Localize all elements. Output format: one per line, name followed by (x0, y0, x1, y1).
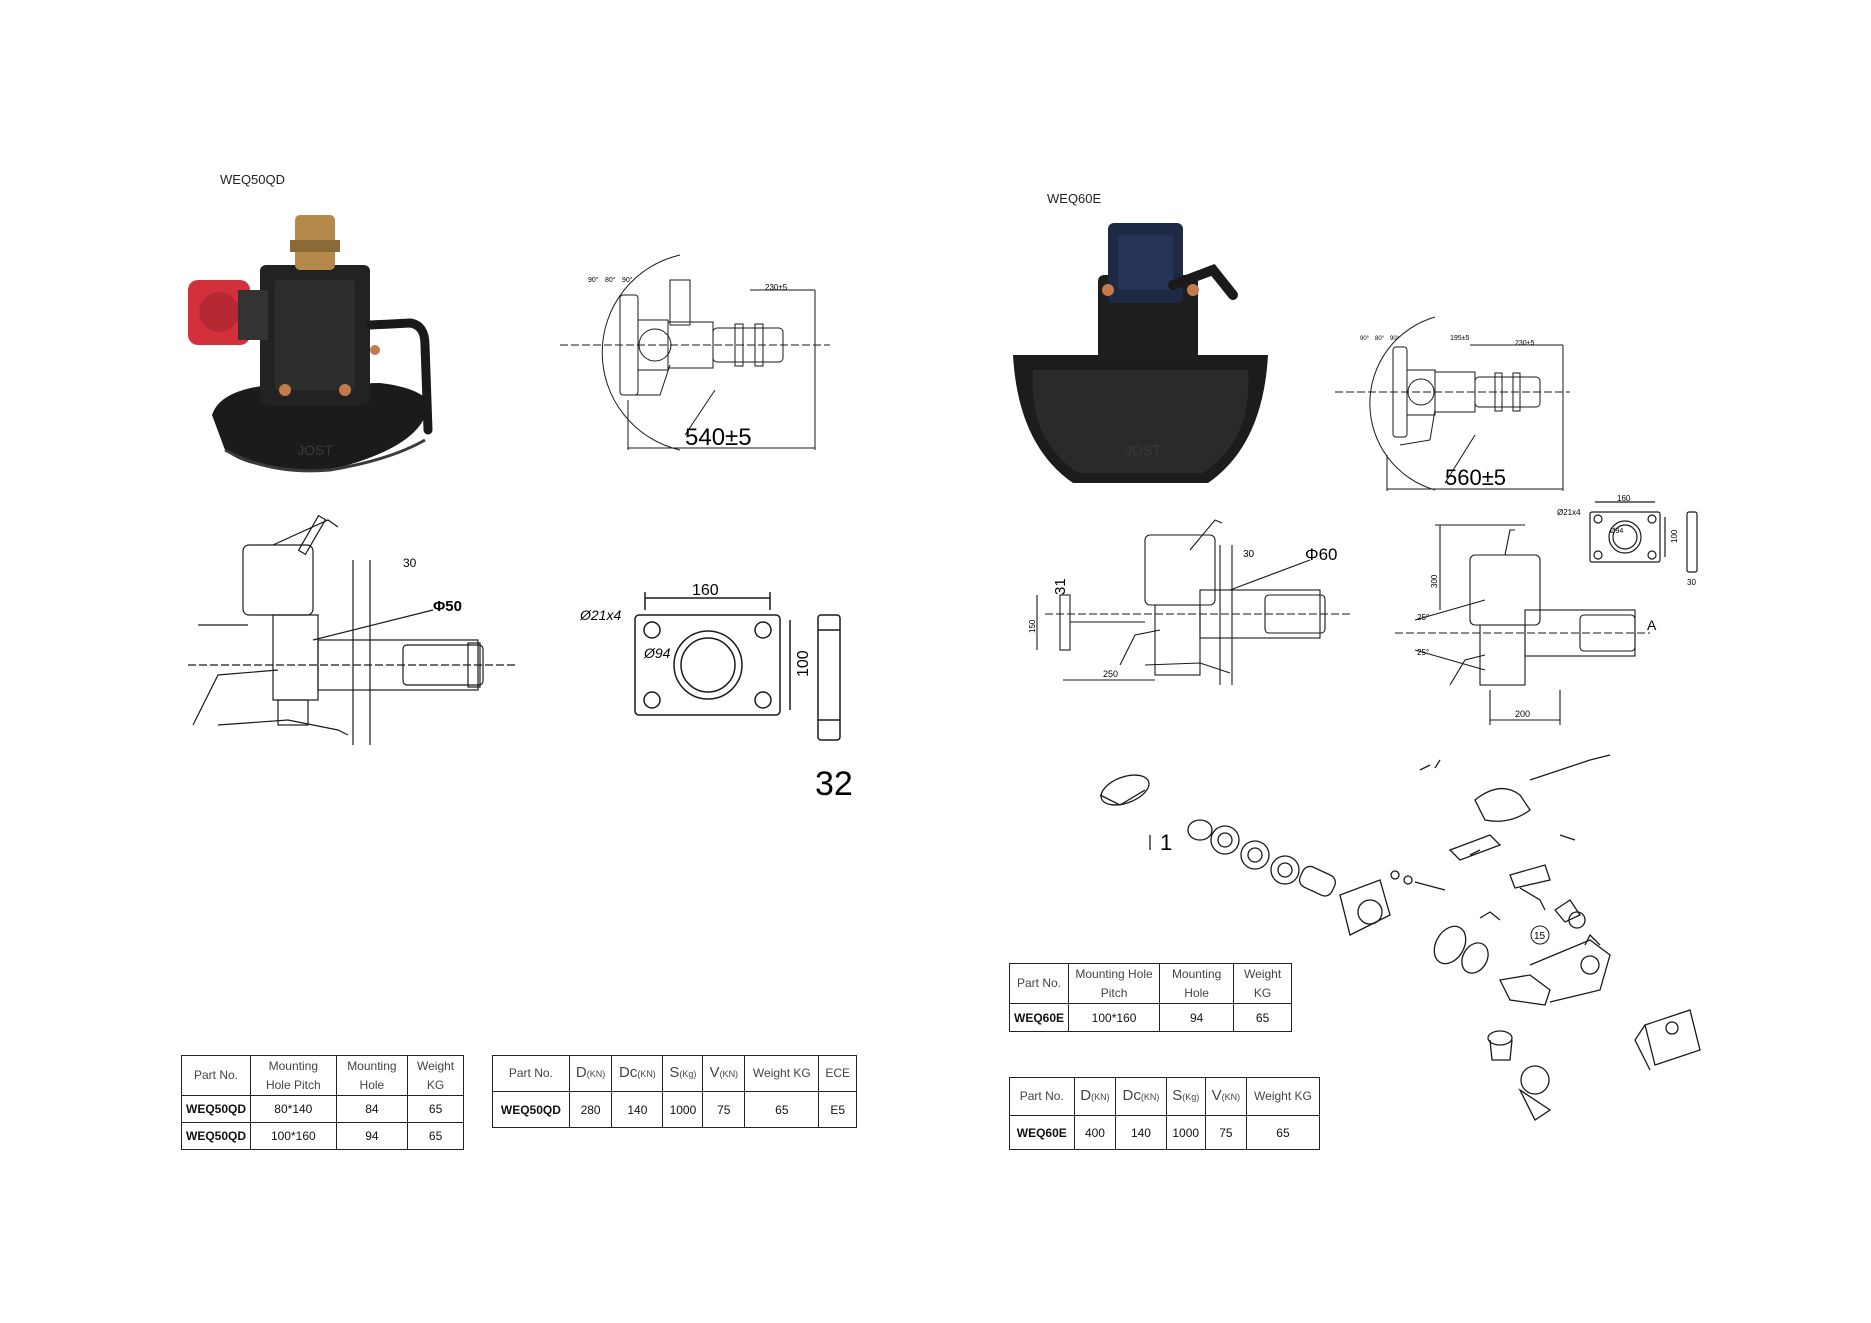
top-view-drawing-weq60e: 90° 80° 90° 195±5 230±5 560±5 (1335, 316, 1570, 491)
dim-length: 560±5 (1445, 465, 1506, 490)
angle-label-a: 90° (588, 276, 599, 284)
dim-pin: Φ60 (1305, 545, 1337, 564)
dim-width: 160 (692, 582, 719, 599)
load-table-weq60e: Part No. D(KN) Dc(KN) S(Kg) V(KN) Weight… (1009, 1077, 1321, 1150)
header-weight: Weight KG (407, 1055, 464, 1096)
dim-height: 100 (795, 650, 812, 677)
dim-offset: 31 (1052, 578, 1069, 595)
svg-text:100: 100 (1670, 529, 1679, 543)
callout-15: 15 (1534, 931, 1546, 942)
mounting-table-weq50qd: Part No. Mounting Hole Pitch Mounting Ho… (180, 1055, 464, 1150)
dim-length: 540±5 (685, 424, 752, 451)
dim-base: 200 (1515, 709, 1530, 719)
model-label-weq60e: WEQ60E (1047, 191, 1102, 206)
dim-height: 150 (1028, 619, 1037, 633)
svg-text:80°: 80° (1375, 336, 1385, 342)
mounting-table-weq60e: Part No. Mounting Hole Pitch Mounting Ho… (1008, 963, 1292, 1032)
side-view-drawing-2-weq60e: 300 200 25° 25° A (1395, 524, 1657, 725)
svg-text:JOST: JOST (1125, 442, 1161, 458)
svg-text:JOST: JOST (297, 442, 333, 458)
svg-text:Ø21x4: Ø21x4 (1557, 508, 1581, 517)
dim-plate: 30 (1243, 549, 1255, 560)
header-part-no: Part No. (180, 1055, 252, 1096)
model-label-weq50qd: WEQ50QD (220, 172, 286, 187)
svg-text:90°: 90° (1390, 336, 1400, 342)
table-row: WEQ50QD 80*140 84 65 (180, 1095, 464, 1123)
side-view-drawing-weq50qd: 30 Φ50 (188, 514, 518, 745)
exploded-view-drawing-weq60e: 1 15 (1099, 754, 1701, 1121)
product-photo-weq60e: JOST (1013, 223, 1268, 483)
svg-text:160: 160 (1617, 495, 1631, 503)
dim-bore: Ø94 (643, 645, 671, 661)
top-view-drawing-weq50qd: 90° 80° 90° 230±5 540±5 (560, 254, 830, 451)
angle-label-c: 90° (622, 276, 633, 284)
angle-label-b: 80° (605, 276, 616, 284)
svg-text:Ø94: Ø94 (1610, 528, 1623, 535)
side-view-drawing-weq60e: 30 Φ60 31 150 250 (1028, 519, 1350, 685)
callout-1: 1 (1160, 830, 1172, 855)
dim-pin: Φ50 (433, 598, 462, 615)
dim-mid: 195±5 (1450, 335, 1470, 342)
dim-thickness: 32 (815, 765, 853, 803)
angle-up: 25° (1417, 613, 1429, 622)
header-mounting-hole: Mounting Hole (335, 1055, 409, 1096)
table-row: WEQ60E 400 140 1000 75 65 (1009, 1115, 1321, 1150)
svg-text:30: 30 (1687, 578, 1696, 587)
mounting-plate-drawing-weq60e: 160 Ø21x4 Ø94 100 30 (1557, 495, 1698, 587)
svg-text:90°: 90° (1360, 336, 1370, 342)
dim-base: 250 (1103, 669, 1118, 679)
label-a: A (1647, 617, 1657, 633)
angle-down: 25° (1417, 648, 1429, 657)
table-row: WEQ50QD 100*160 94 65 (180, 1122, 464, 1150)
dim-plate: 30 (403, 556, 417, 570)
table-row: WEQ50QD 280 140 1000 75 65 E5 (492, 1091, 857, 1128)
dim-holes: Ø21x4 (580, 607, 621, 623)
dim-height: 300 (1430, 574, 1439, 588)
dim-offset: 230±5 (1515, 340, 1535, 347)
dim-offset: 230±5 (765, 283, 788, 292)
table-row: WEQ60E 100*160 94 65 (1008, 1003, 1292, 1032)
product-photo-weq50qd: JOST (188, 215, 433, 473)
load-table-weq50qd: Part No. D(KN) Dc(KN) S(Kg) V(KN) Weight… (492, 1055, 857, 1128)
mounting-plate-drawing-weq50qd: 160 Ø21x4 Ø94 100 32 (580, 582, 853, 803)
header-hole-pitch: Mounting Hole Pitch (250, 1055, 337, 1096)
